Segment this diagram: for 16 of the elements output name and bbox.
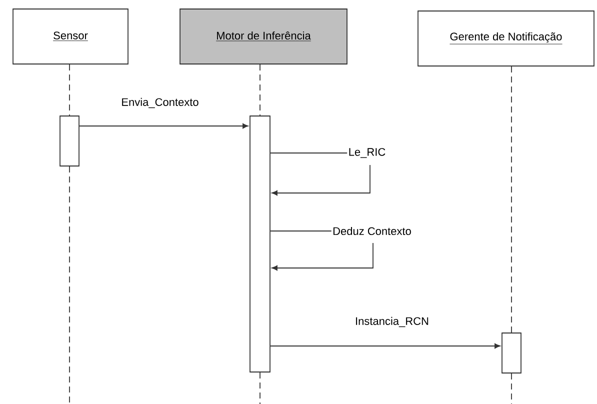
activation-bar [60, 116, 80, 166]
activation-bar [502, 332, 522, 374]
message-label: Deduz Contexto [332, 226, 412, 236]
self-message-arrow [270, 230, 374, 271]
lifeline-header-box: Sensor [12, 8, 128, 64]
activation-bar [250, 116, 270, 372]
lifeline [511, 66, 512, 333]
message-arrow [79, 123, 248, 129]
message-label: Instancia_RCN [354, 316, 430, 328]
self-message-arrow [270, 152, 370, 196]
lifeline-header-box: Gerente de Notificação [418, 10, 594, 66]
message-arrow [270, 343, 500, 349]
lifeline [69, 64, 70, 116]
message-label: Le_RIC [347, 147, 387, 159]
lifeline-header-box: Motor de Inferência [180, 8, 348, 64]
message-label: Envia_Contexto [120, 96, 200, 110]
